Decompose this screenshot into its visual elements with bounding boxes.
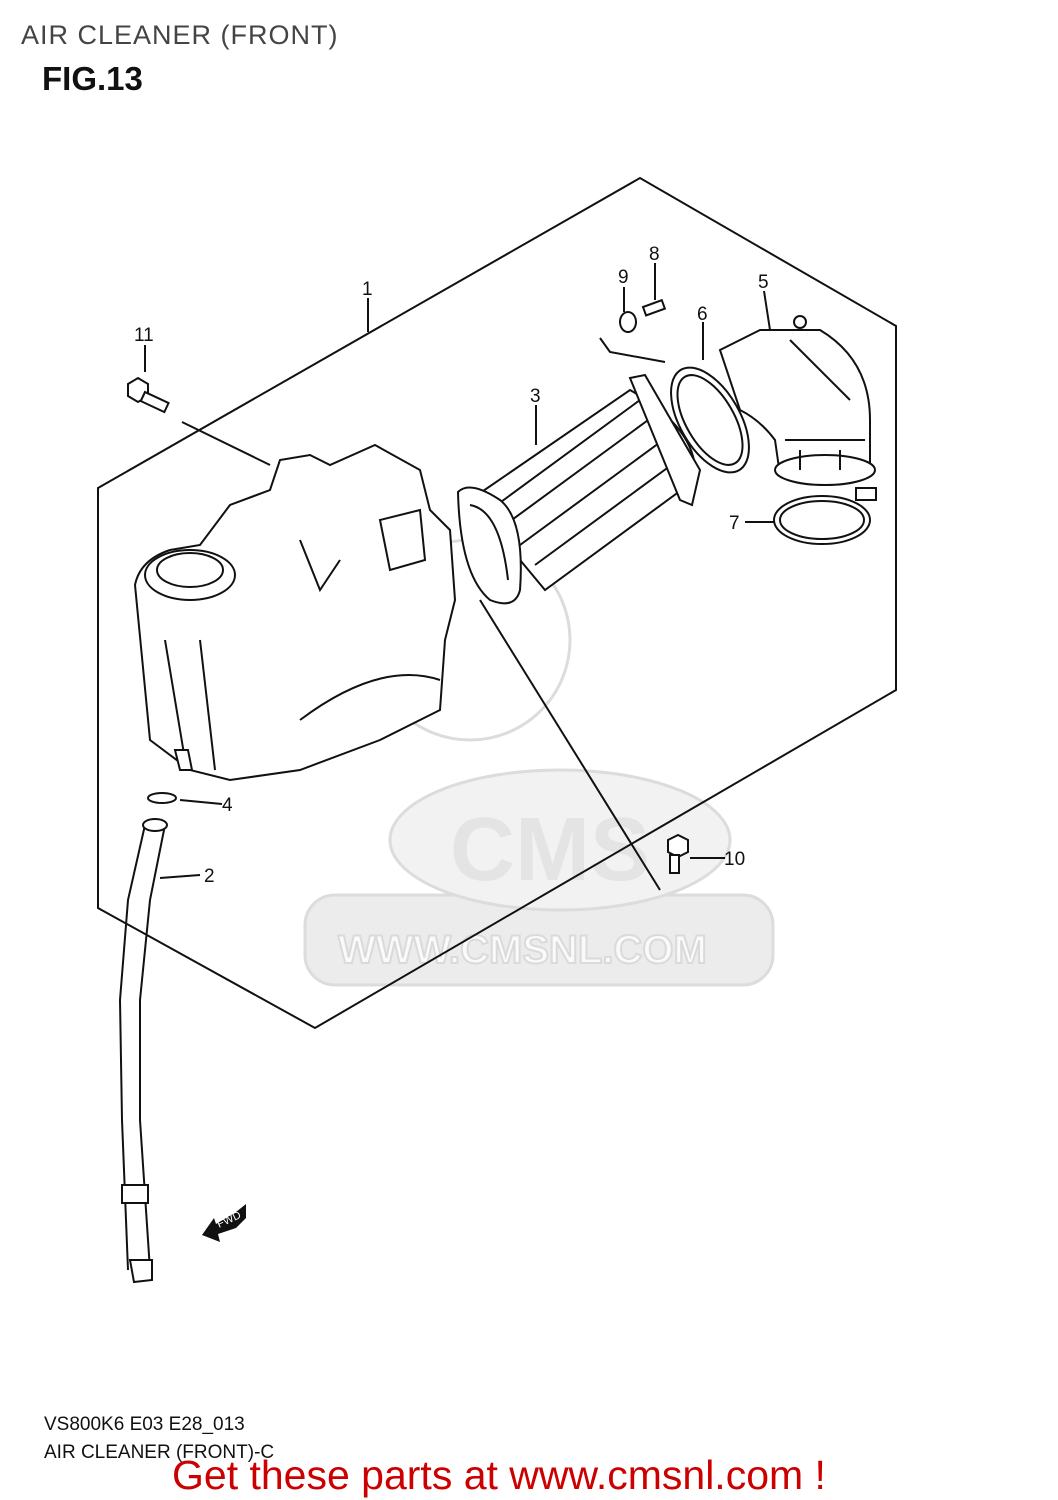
callout-4: 4 — [222, 795, 233, 816]
drain-hose — [118, 818, 168, 1284]
diagram-code: VS800K6 E03 E28_013 — [44, 1414, 245, 1435]
clamp-7 — [773, 487, 877, 545]
washer-9 — [619, 311, 637, 333]
leader-lines — [144, 263, 775, 891]
forward-direction-arrow-icon: FWD — [202, 1204, 246, 1242]
callout-10: 10 — [724, 849, 745, 870]
callout-3: 3 — [530, 386, 541, 407]
callout-6: 6 — [697, 304, 708, 325]
diagram-title: AIR CLEANER (FRONT) — [21, 20, 339, 50]
callout-8: 8 — [649, 244, 660, 265]
callout-1: 1 — [362, 279, 373, 300]
callout-11: 11 — [134, 325, 154, 346]
clamp-6 — [670, 366, 750, 474]
intake-duct — [718, 315, 876, 486]
bolt-8 — [641, 298, 667, 317]
bolt-11 — [127, 376, 170, 414]
callout-2: 2 — [204, 866, 215, 887]
watermark-url: WWW.CMSNL.COM — [338, 928, 707, 972]
air-cleaner-box — [133, 443, 457, 782]
diagram-subtitle: AIR CLEANER (FRONT)-C — [44, 1442, 275, 1463]
bolt-10 — [667, 833, 689, 874]
assembly-outline — [97, 176, 897, 1030]
callout-5: 5 — [758, 272, 769, 293]
watermark-logo: CMS — [450, 800, 650, 900]
cms-watermark: CMS WWW.CMSNL.COM — [303, 538, 775, 987]
callout-9: 9 — [618, 267, 629, 288]
promo-link[interactable]: Get these parts at www.cmsnl.com ! — [172, 1452, 826, 1498]
air-filter-element — [456, 373, 702, 605]
figure-number: FIG.13 — [42, 60, 143, 97]
callout-7: 7 — [729, 513, 740, 534]
clip-4 — [147, 792, 177, 804]
